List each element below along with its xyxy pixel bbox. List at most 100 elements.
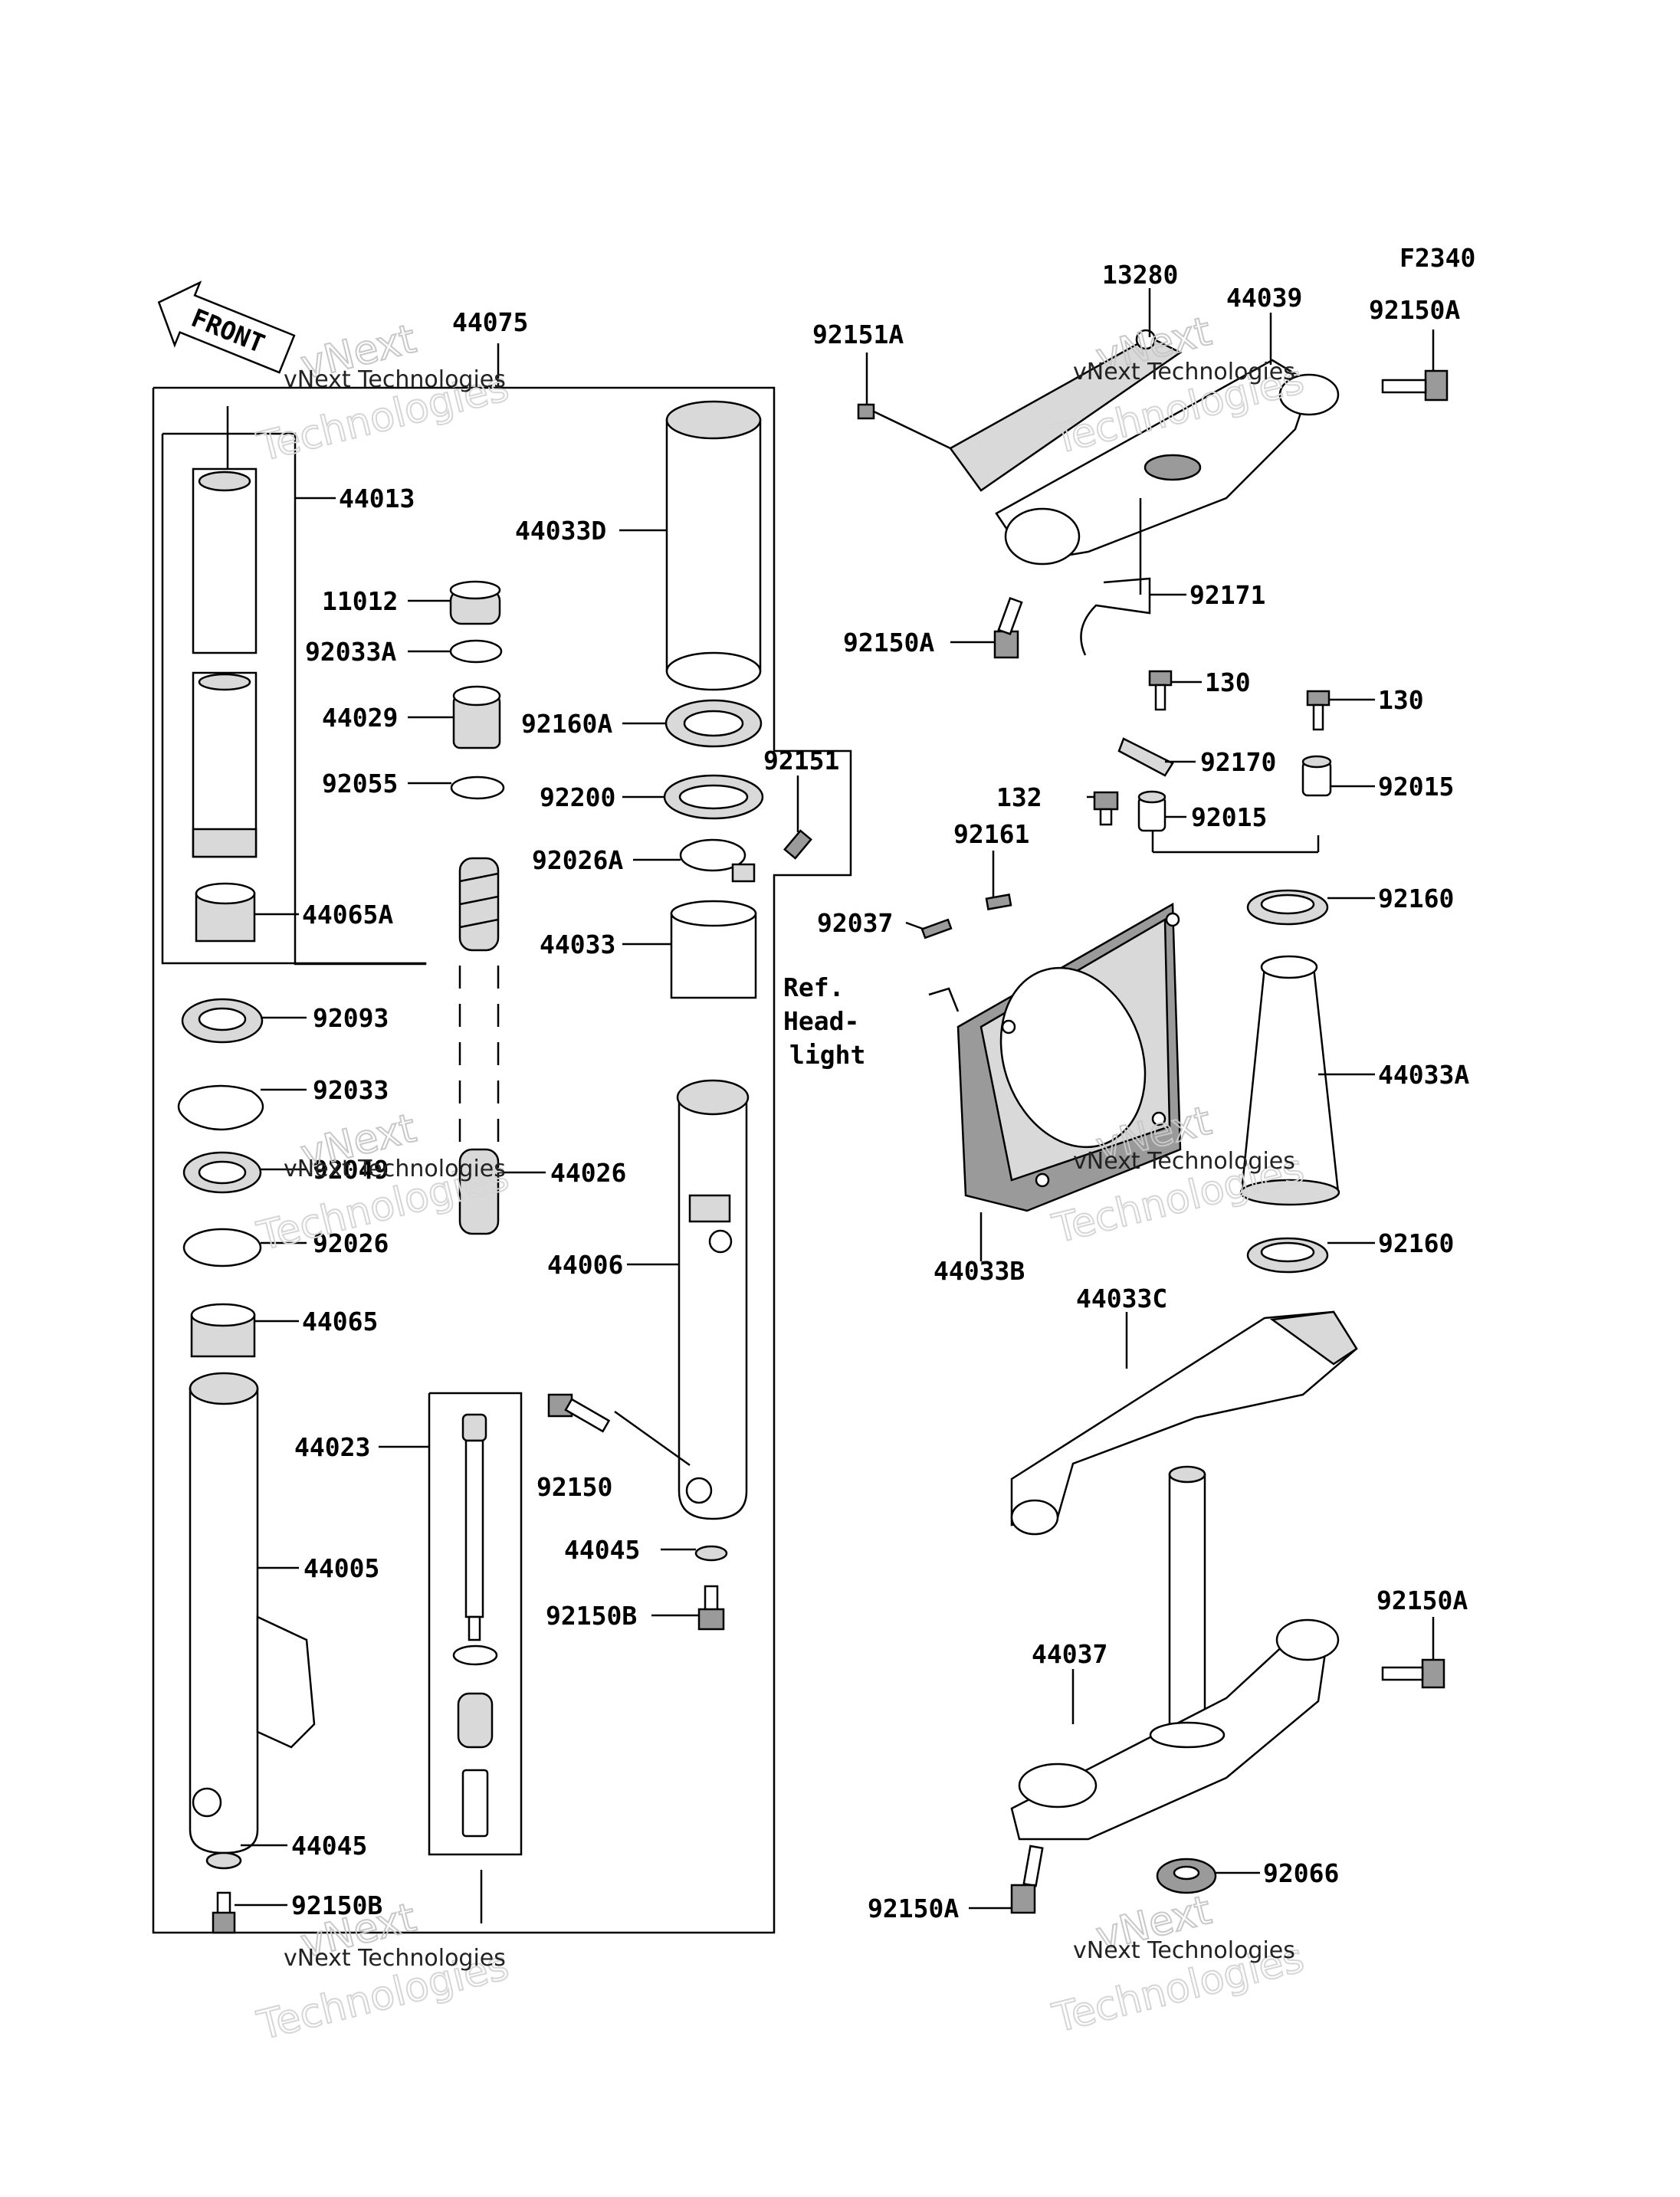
label-11012: 11012 [322,586,398,616]
outer-tube-44005 [189,1372,316,1854]
bolt-92150B-right [697,1585,725,1631]
ring-92160-top [1246,889,1329,926]
label-44065: 44065 [302,1307,378,1336]
plate-92170 [1117,737,1174,777]
label-92150B-right: 92150B [546,1601,637,1631]
label-92026A: 92026A [532,845,623,875]
label-92066: 92066 [1263,1858,1339,1888]
clip-92037 [920,918,953,939]
clamp-92026A [679,838,756,883]
ring-92160-bottom [1246,1237,1329,1274]
bolt-92151A [857,403,951,450]
clip-92161 [985,894,1012,910]
label-44037: 44037 [1032,1639,1107,1669]
label-44006: 44006 [547,1250,623,1280]
collar-92015-b [1137,790,1166,832]
label-92151A: 92151A [812,320,904,349]
cover-44033D [665,400,762,691]
label-44033: 44033 [540,930,615,959]
bolt-92150A-right [1381,1658,1445,1689]
collar-92015-a [1301,755,1332,797]
label-92055: 92055 [322,769,398,798]
label-92093: 92093 [313,1003,389,1033]
svg-text:vNext Technologies: vNext Technologies [1073,1937,1295,1964]
label-13280: 13280 [1102,260,1178,290]
bushing-44065A [195,882,256,943]
svg-text:vNext Technologies: vNext Technologies [284,1945,506,1972]
upper-bracket-assembly [949,329,1340,656]
label-44045-right: 44045 [564,1535,640,1565]
label-132: 132 [996,782,1042,812]
svg-text:vNext Technologies: vNext Technologies [284,1156,506,1182]
nut-92066 [1156,1858,1217,1894]
bolt-130-a [1148,670,1173,711]
screw-92151 [783,829,812,860]
label-44026: 44026 [550,1158,626,1188]
bolt-92150B-left [212,1891,236,1934]
label-44029: 44029 [322,703,398,733]
label-92151: 92151 [763,746,839,776]
label-44033D: 44033D [515,516,606,546]
label-92170: 92170 [1200,747,1276,777]
clip-92033 [177,1084,264,1131]
label-44023: 44023 [294,1432,370,1462]
label-92049: 92049 [313,1155,389,1185]
bushing-44065 [190,1303,256,1358]
left-fork-assembly-box [152,343,852,1934]
cap-11012 [449,580,501,625]
ring-92033A [449,639,503,664]
label-44075: 44075 [452,307,528,337]
damper-rod-44023 [452,1413,498,1923]
label-92150A-right: 92150A [1376,1585,1468,1615]
label-92015-a: 92015 [1378,772,1454,802]
ref-line-2: Head- [783,1006,859,1036]
ref-line-1: Ref. [783,972,844,1002]
label-92026: 92026 [313,1228,389,1258]
label-92200: 92200 [540,782,615,812]
outer-tube-44006 [676,1079,750,1520]
headlight-housing-44033B [956,902,1182,1212]
ref-line-3: light [789,1040,865,1070]
washer-44045-left [205,1851,242,1870]
label-44033C: 44033C [1076,1284,1167,1313]
label-130-b: 130 [1378,685,1424,715]
label-92150A-bracket: 92150A [843,628,934,657]
label-92015-b: 92015 [1191,802,1267,832]
oring-92055 [450,776,505,800]
front-direction-arrow: FRONT [157,280,296,374]
cover-44033A [1239,955,1340,1206]
washer-44045-right [694,1545,728,1562]
cover-44033 [670,900,757,999]
watermark-mid-left: vNext Technologies vNext Technologies [252,1104,514,1261]
label-92150A-top: 92150A [1369,295,1460,325]
reference-headlight-note: Ref. Head- light [783,972,865,1070]
label-92150A-bottom: 92150A [868,1894,959,1923]
label-92160-bottom: 92160 [1378,1228,1454,1258]
label-92161: 92161 [953,819,1029,849]
label-44013: 44013 [339,484,415,513]
label-44033A: 44033A [1378,1060,1469,1090]
label-92160A: 92160A [521,709,612,739]
figure-code: F2340 [1399,243,1475,273]
label-44045-left: 44045 [291,1831,367,1861]
adjuster-44029 [452,685,501,749]
svg-text:vNext Technologies: vNext Technologies [1073,359,1295,385]
bolt-92150 [547,1393,611,1433]
label-92150: 92150 [536,1472,612,1502]
bolt-92150A-top [1381,369,1449,402]
bolt-132 [1093,791,1119,826]
washer-92026 [182,1228,262,1267]
bolt-92150A-bracket [993,596,1023,659]
cover-44033C [1010,1310,1358,1536]
label-92160-top: 92160 [1378,884,1454,913]
label-92171: 92171 [1189,580,1265,610]
label-92150B-left: 92150B [291,1890,382,1920]
svg-text:vNext Technologies: vNext Technologies [1073,1148,1295,1175]
bolt-92150A-bottom [1010,1844,1044,1914]
label-44065A: 44065A [302,900,393,930]
label-92033: 92033 [313,1075,389,1105]
label-92037: 92037 [817,908,893,938]
label-44005: 44005 [304,1553,379,1583]
watermark-bottom-right: vNext Technologies vNext Technologies [1048,1887,1310,2043]
